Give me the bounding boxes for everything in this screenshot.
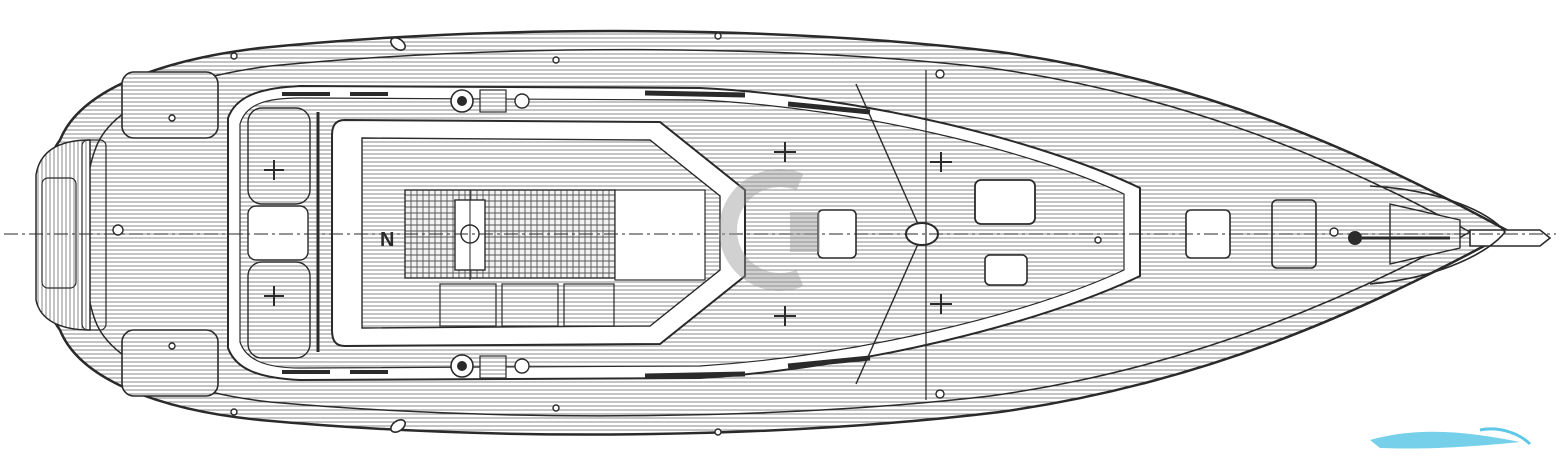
bow-pulpit — [1369, 185, 1507, 285]
wheel-icon — [454, 190, 486, 280]
hatch-icon — [974, 179, 1036, 225]
wave-logo-icon — [1370, 427, 1532, 449]
helm-platform — [247, 205, 309, 261]
stern-locker-starboard — [121, 329, 219, 397]
winch-icon — [514, 93, 530, 109]
clutch-bank-starboard — [479, 355, 507, 379]
shroud-starboard — [855, 243, 919, 385]
cockpit-seat-panel-3 — [563, 283, 615, 327]
winch-icon — [450, 89, 474, 113]
genoa-track-port — [644, 90, 746, 98]
brand-mark: N — [380, 229, 394, 251]
deck-fittings — [112, 32, 1339, 436]
stern-platform — [35, 139, 107, 331]
deck-light-icon — [390, 37, 406, 433]
helm-seat-bottom — [247, 261, 311, 359]
winch-icon — [450, 354, 474, 378]
genoa-track-starboard — [644, 371, 746, 379]
track-starboard-2 — [787, 355, 871, 369]
hatch-icon — [984, 254, 1028, 286]
shroud-port — [855, 83, 919, 225]
winch-icon — [514, 358, 530, 374]
stern-locker-port — [121, 71, 219, 139]
clutch-bank-port — [479, 89, 507, 113]
watermark — [719, 169, 820, 291]
companionway — [614, 189, 706, 281]
helm-seat-top — [247, 107, 311, 205]
cleat-icon — [264, 142, 952, 326]
cockpit-seat-panel-1 — [439, 283, 497, 327]
track-port-2 — [787, 101, 871, 115]
cockpit-seat-panel-2 — [501, 283, 559, 327]
anchor-locker — [1389, 203, 1461, 265]
